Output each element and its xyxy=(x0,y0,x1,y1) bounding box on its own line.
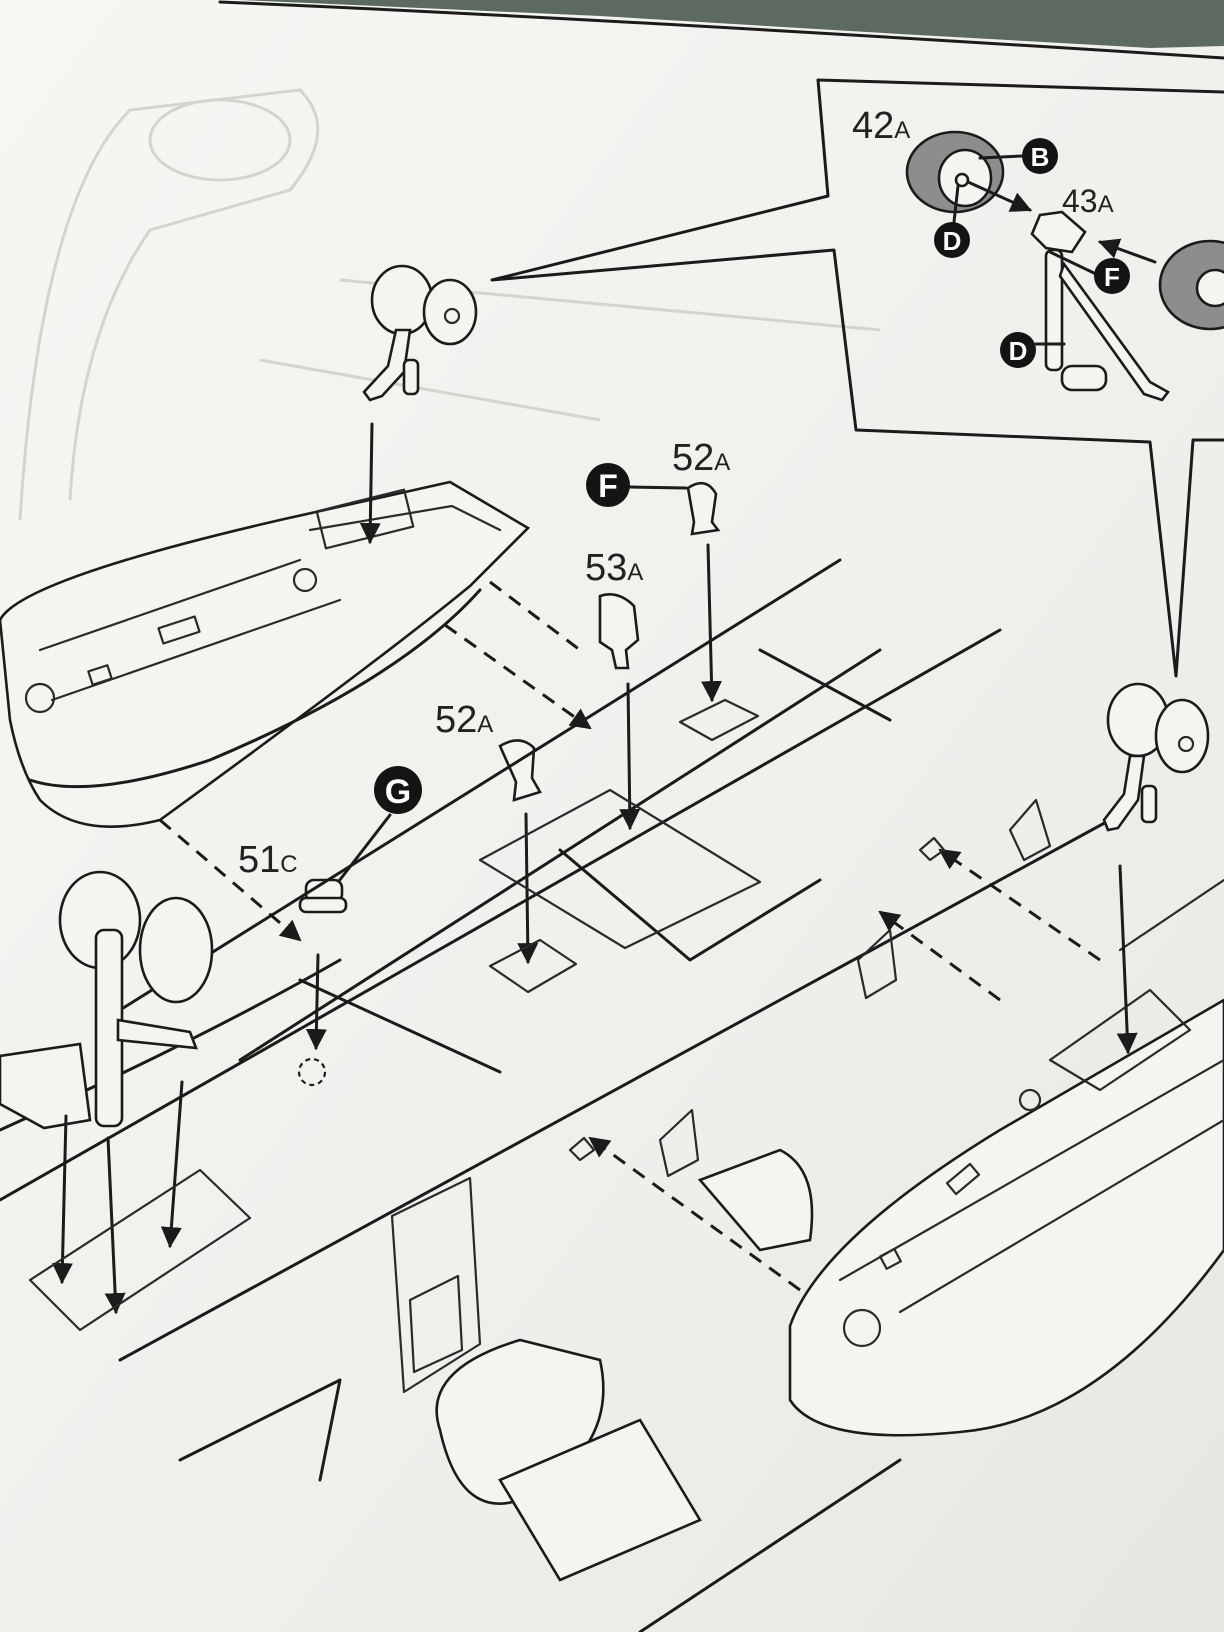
callout-letter: D xyxy=(943,226,962,256)
callout-letter: D xyxy=(1009,336,1028,366)
callout-badge: F xyxy=(586,463,630,507)
callout-badge: D xyxy=(1000,332,1036,368)
callout-letter: B xyxy=(1031,142,1050,172)
callout-letter: G xyxy=(385,773,411,811)
fabric-background xyxy=(240,0,1224,48)
assembly-arrow xyxy=(51,1114,73,1285)
callout-letter: F xyxy=(1104,262,1120,292)
landing-gear-icon xyxy=(1030,210,1170,402)
assembly-arrow xyxy=(359,422,381,545)
landing-gear-icon xyxy=(1102,682,1210,832)
callout-letter: F xyxy=(598,468,618,504)
assembly-arrow xyxy=(1116,864,1138,1055)
part-suffix: A xyxy=(714,449,730,476)
part-number-label: 42A xyxy=(852,105,910,147)
part-number-label: 51C xyxy=(238,839,298,881)
assembly-arrow xyxy=(160,1080,184,1249)
part-number: 42 xyxy=(852,105,894,147)
detail-callout-frame xyxy=(490,78,1224,678)
part-number: 52 xyxy=(672,437,714,479)
assembly-arrow xyxy=(701,543,723,703)
assembly-arrow xyxy=(619,682,641,831)
part-suffix: A xyxy=(477,711,493,738)
engine-nacelle-icon xyxy=(788,998,1224,1437)
part-number-label: 53A xyxy=(585,547,643,589)
wheel-icon xyxy=(1158,239,1224,331)
part-51c xyxy=(298,878,348,914)
part-number: 43 xyxy=(1062,183,1098,219)
part-53a xyxy=(598,593,640,670)
part-number: 53 xyxy=(585,547,627,589)
callout-badge: G xyxy=(374,766,422,814)
part-52a xyxy=(686,481,721,536)
landing-gear-icon xyxy=(362,264,478,402)
part-suffix: A xyxy=(1098,191,1114,218)
part-number-label: 43A xyxy=(1062,183,1114,219)
part-suffix: C xyxy=(280,851,297,878)
callout-badge: B xyxy=(1022,138,1058,174)
assembly-arrow xyxy=(966,180,1032,212)
part-suffix: A xyxy=(627,559,643,586)
wheel-icon xyxy=(905,130,1005,214)
callout-badge: F xyxy=(1094,258,1130,294)
wing-icon xyxy=(0,480,531,828)
assembly-arrow xyxy=(1098,238,1157,264)
part-suffix: A xyxy=(894,117,910,144)
part-number: 51 xyxy=(238,839,280,881)
assembly-arrow xyxy=(104,1136,126,1315)
ghost-drawing xyxy=(18,88,881,521)
part-number-label: 52A xyxy=(672,437,730,479)
part-number-label: 52A xyxy=(435,699,493,741)
sheet-edge xyxy=(218,0,1224,60)
callout-badge: D xyxy=(934,222,970,258)
part-number: 52 xyxy=(435,699,477,741)
assembly-arrow xyxy=(305,953,327,1051)
